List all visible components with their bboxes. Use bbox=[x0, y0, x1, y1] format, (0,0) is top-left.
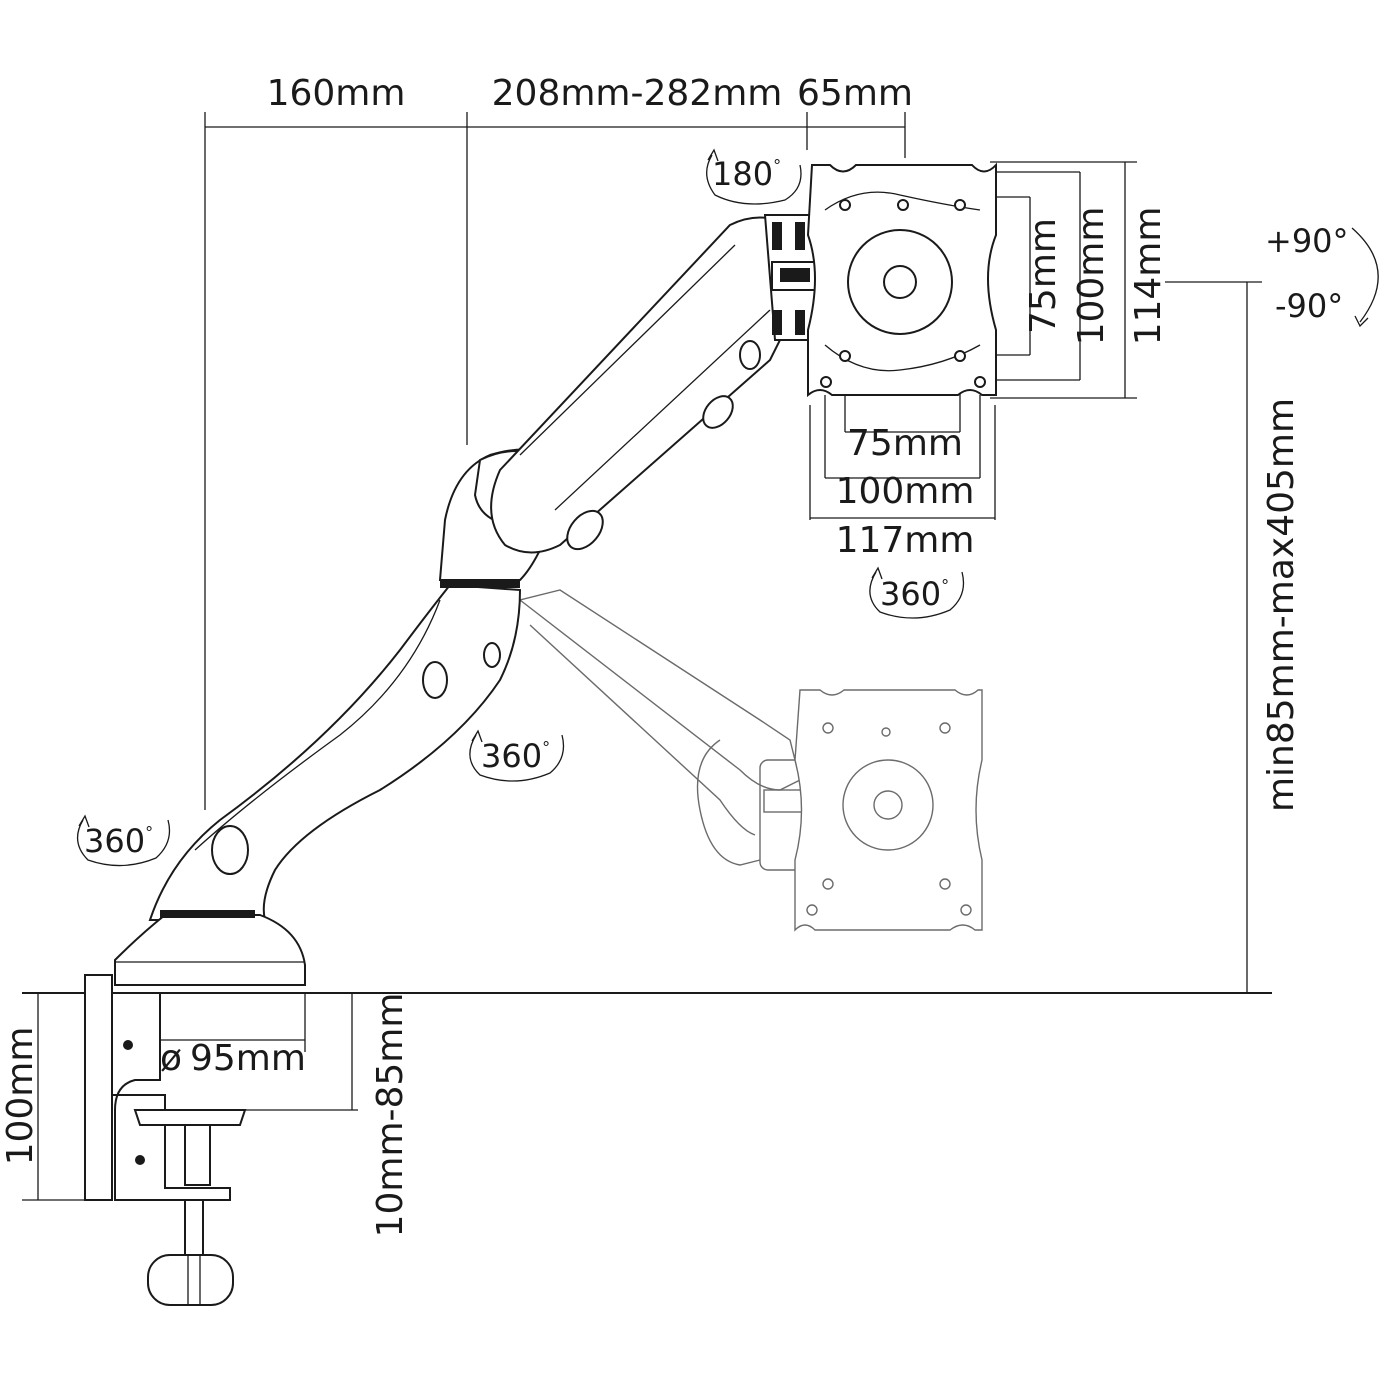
dimension-labels: 160mm 208mm-282mm 65mm 75mm 100mm 114mm … bbox=[0, 73, 1302, 1237]
label-vesa-inner-v: 75mm bbox=[1023, 218, 1064, 334]
label-tilt-up: +90° bbox=[1265, 222, 1349, 260]
label-height-range: min85mm-max405mm bbox=[1261, 398, 1302, 812]
label-plate-height: 114mm bbox=[1128, 207, 1169, 346]
label-base-diameter-symbol: ø bbox=[160, 1038, 182, 1079]
vesa-plate bbox=[806, 162, 997, 398]
label-plate-rotation: 360° bbox=[880, 575, 949, 613]
label-vesa-outer-v: 100mm bbox=[1071, 207, 1112, 346]
arm-lower-position bbox=[518, 589, 983, 932]
label-clamp-height: 100mm bbox=[0, 1027, 41, 1166]
dimension-lines bbox=[22, 112, 1272, 1201]
label-tilt-down: -90° bbox=[1275, 287, 1343, 325]
label-base-swivel: 360° bbox=[84, 822, 153, 860]
label-arm-upper-reach: 208mm-282mm bbox=[492, 73, 783, 114]
label-vesa-inner-h: 75mm bbox=[847, 423, 963, 464]
desk-clamp bbox=[84, 974, 247, 1306]
label-plate-width: 117mm bbox=[836, 520, 975, 561]
label-head-offset: 65mm bbox=[797, 73, 913, 114]
label-arm-joint-rotation: 360° bbox=[481, 737, 550, 775]
label-head-swivel: 180° bbox=[712, 155, 781, 193]
label-desk-thickness: 10mm-85mm bbox=[370, 993, 411, 1238]
label-base-diameter: 95mm bbox=[190, 1038, 306, 1079]
tilt-labels: +90° -90° bbox=[1265, 222, 1349, 325]
label-arm-base-reach: 160mm bbox=[267, 73, 406, 114]
rotation-labels: 180° 360° 360° 360° bbox=[84, 155, 949, 860]
label-vesa-outer-h: 100mm bbox=[836, 471, 975, 512]
arm-main bbox=[114, 214, 831, 986]
rotation-arrows bbox=[76, 148, 1379, 867]
